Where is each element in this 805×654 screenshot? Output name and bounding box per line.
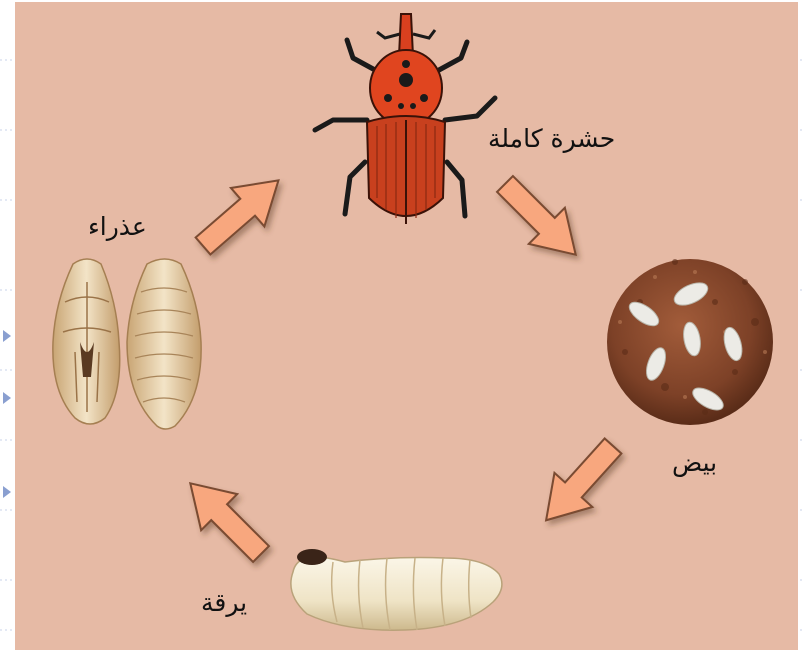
life-cycle-diagram [15,2,798,650]
larva-icon [291,549,502,630]
stage-label-adult: حشرة كاملة [488,124,615,153]
stage-label-larva: يرقة [201,588,247,617]
stage-label-pupa: عذراء [88,212,147,241]
stage-label-egg: بيض [672,448,717,477]
eggs-icon [607,259,773,425]
